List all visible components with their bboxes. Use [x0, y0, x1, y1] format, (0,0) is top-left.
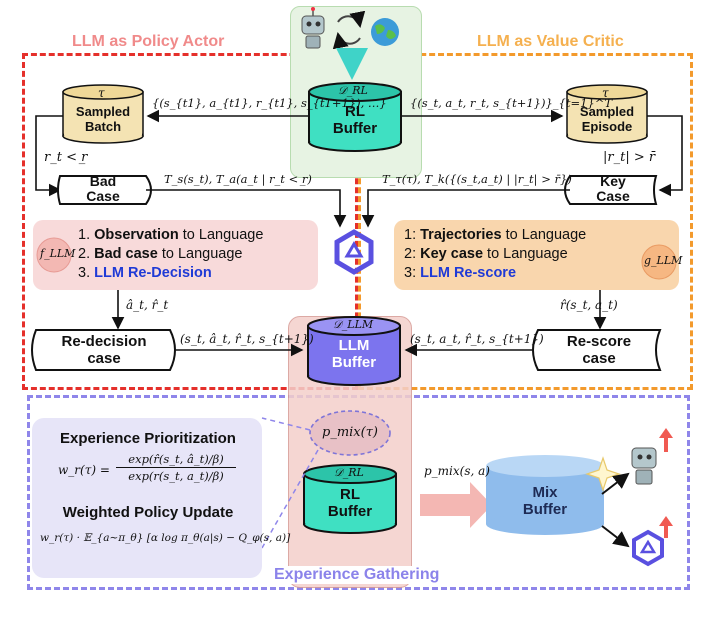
actor-panel: [33, 220, 318, 290]
key-case-shape: [564, 175, 658, 205]
actor-output: â_t, r̂_t: [126, 298, 169, 312]
globe-icon: [371, 18, 399, 46]
sampled-episode-cylinder: [566, 84, 648, 144]
robot-icon: [301, 7, 325, 49]
bad-case-shape: [57, 175, 152, 205]
batch-tuple: {(s_{t1}, a_{t1}, r_{t1}, s_{t1+1}), …}: [152, 96, 387, 110]
rl-buffer-top-sub: 𝒟_RL: [338, 84, 368, 97]
critic-output: r̂(s_t, a_t): [560, 298, 618, 312]
prioritization-numerator: exp(r̂(s_t, â_t)/β): [116, 452, 236, 468]
value-critic-region: [358, 53, 693, 390]
rl-buffer-top-cylinder: [308, 82, 402, 152]
mix-arrow: [420, 482, 492, 528]
output-llm-icon: [632, 529, 664, 567]
llm-buffer-sub: 𝒟_LLM: [333, 318, 374, 331]
rl-buffer-bottom-cylinder: [303, 464, 397, 534]
sampled-batch-cylinder: [62, 84, 144, 144]
prioritization-title: Experience Prioritization: [60, 430, 236, 447]
g-llm-circle: [641, 244, 677, 280]
prioritization-fraction: exp(r̂(s_t, â_t)/β) exp(r(s_t, a_t)/β): [116, 452, 236, 483]
f-llm-circle: [36, 237, 72, 273]
value-critic-title: LLM as Value Critic: [473, 33, 628, 51]
redecision-tuple: (s_t, â_t, r̂_t, s_{t+1}): [180, 332, 314, 346]
cycle-arrows-icon: [332, 10, 366, 50]
sparkle-icon: [585, 456, 621, 492]
bad-transform: T_s(s_t), T_a(a_t | r_t < r̲): [164, 172, 312, 186]
actor-list: 1. Observation to Language 2. Bad case t…: [78, 226, 263, 283]
prioritization-denominator: exp(r(s_t, a_t)/β): [128, 469, 224, 483]
actor-list-item: 2. Bad case to Language: [78, 246, 243, 262]
critic-panel: [394, 220, 679, 290]
p-mix-tau-bubble: [309, 410, 391, 456]
policy-update-formula: w_r(τ) · 𝔼_{a∼π_θ} [α log π_θ(a|s) − Q_φ…: [40, 532, 291, 544]
sampled-batch-tau: τ: [98, 86, 105, 100]
formula-card: [32, 418, 262, 578]
critic-list: 1: Trajectories to Language 2: Key case …: [404, 226, 586, 283]
policy-actor-region: [22, 53, 358, 390]
f-llm-label: f_LLM: [40, 247, 76, 260]
critic-list-item: 3: LLM Re-score: [404, 265, 517, 281]
g-llm-label: g_LLM: [644, 254, 683, 267]
cond-left: r_t < r̲: [44, 150, 88, 165]
output-robot-icon: [631, 428, 673, 485]
critic-list-item: 1: Trajectories to Language: [404, 227, 587, 243]
p-mix-tau: p_mix(τ): [322, 425, 378, 440]
actor-list-item: 1. Observation to Language: [78, 227, 264, 243]
mix-buffer-cylinder: [486, 455, 604, 535]
actor-list-item: 3. LLM Re-Decision: [78, 265, 212, 281]
episode-tuple: {(s_t, a_t, r_t, s_{t+1})}_{t=1}^T: [410, 96, 613, 110]
experience-gathering-title: Experience Gathering: [270, 566, 444, 584]
llm-logo-icon: [334, 229, 374, 275]
cond-right: |r_t| > r̄: [603, 150, 656, 165]
p-mix-sa: p_mix(s, a): [424, 464, 490, 478]
policy-actor-title: LLM as Policy Actor: [68, 33, 229, 51]
rl-buffer-bottom-sub: 𝒟_RL: [334, 466, 364, 479]
redecision-case-shape: [31, 329, 176, 371]
rescore-tuple: (s_t, a_t, r̂_t, s_{t+1}): [410, 332, 544, 346]
sampled-episode-tau: τ: [602, 86, 609, 100]
rescore-case-shape: [532, 329, 662, 371]
policy-update-title: Weighted Policy Update: [62, 504, 234, 521]
llm-buffer-cylinder: [307, 316, 401, 386]
key-transform: T_τ(τ), T_k({(s_t,a_t) | |r_t| > r̄}): [382, 172, 572, 186]
prioritization-lhs: w_r(τ) =: [58, 463, 110, 477]
critic-list-item: 2: Key case to Language: [404, 246, 568, 262]
